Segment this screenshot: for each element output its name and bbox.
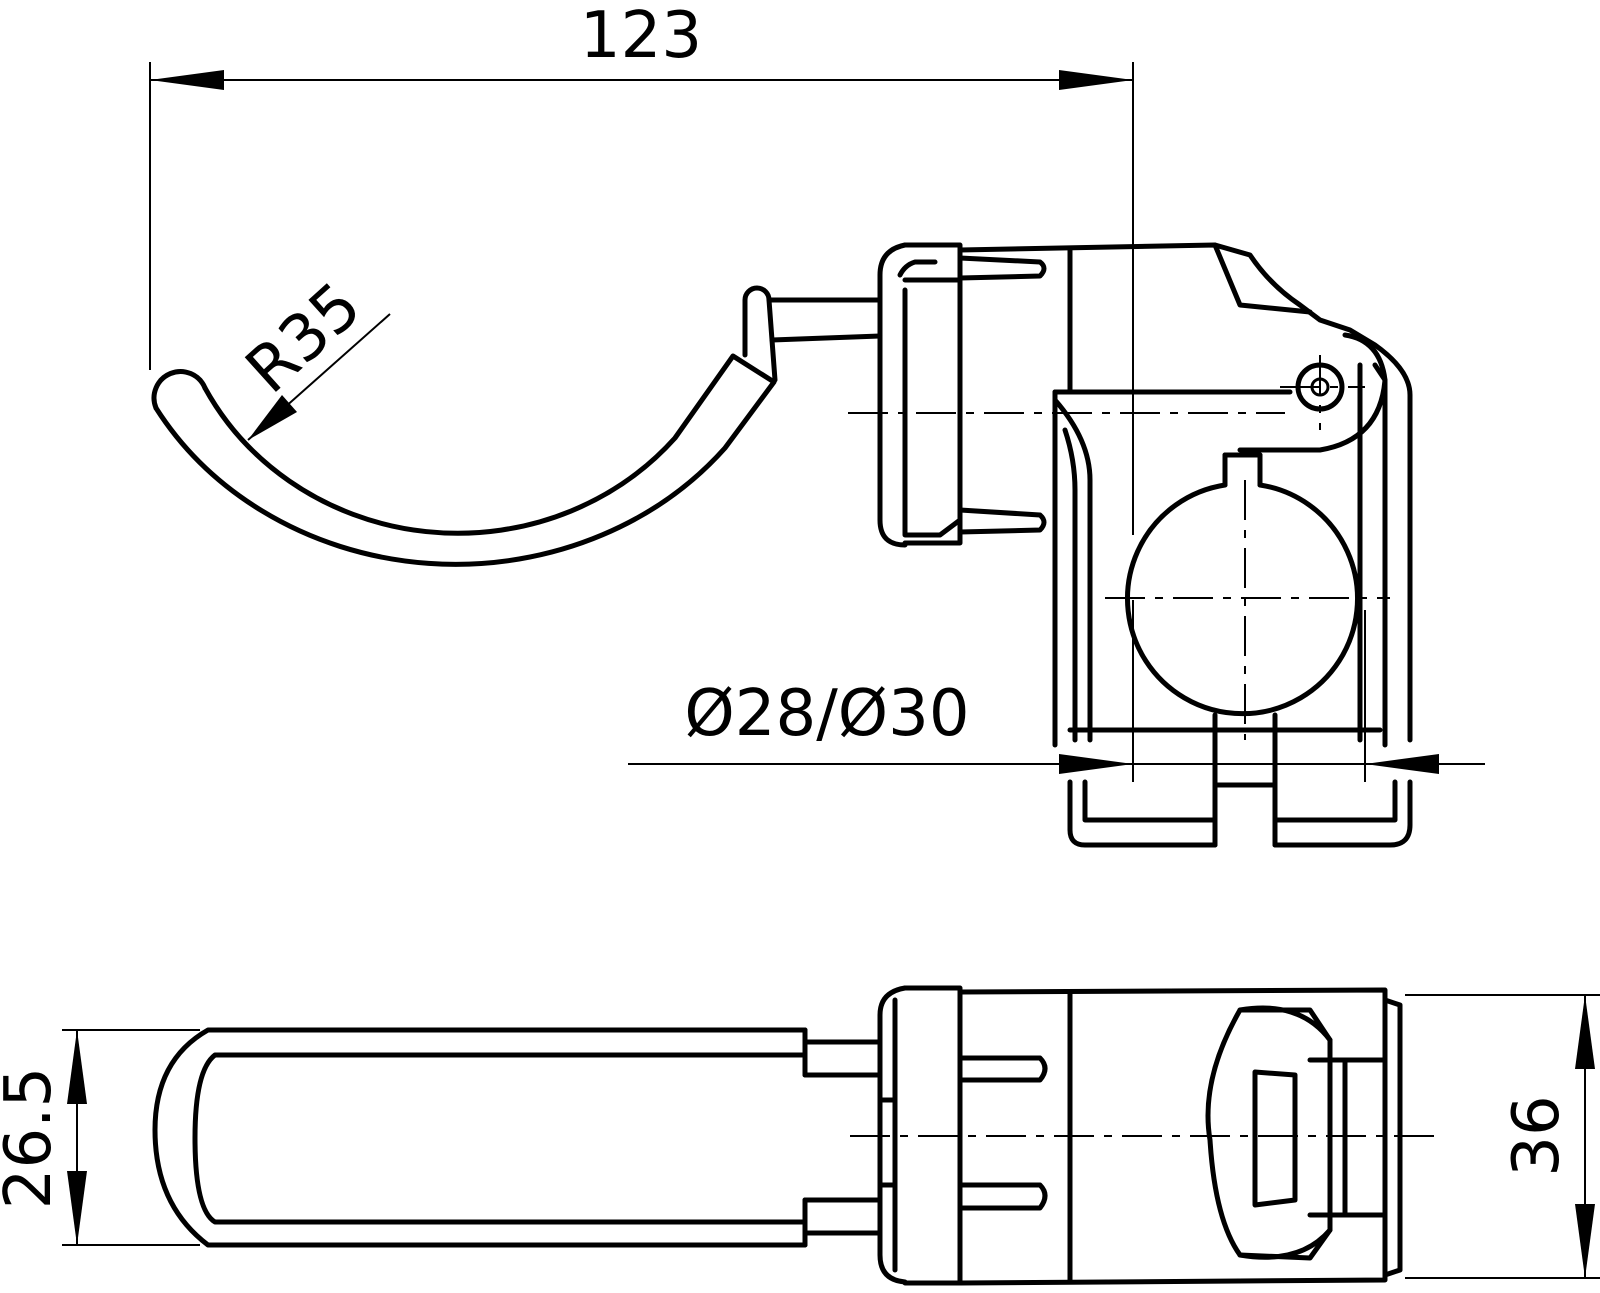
dimension-label-diameter: Ø28/Ø30: [684, 677, 969, 751]
dimension-radius: R35: [232, 269, 391, 441]
hook-loop: [152, 1027, 883, 1248]
mounting-plate: [877, 242, 1047, 548]
dimension-label-height: 36: [1500, 1095, 1574, 1176]
side-view-centerlines: [848, 355, 1390, 740]
clamp-body: [957, 242, 1413, 848]
top-view: 26.5 36: [0, 985, 1600, 1286]
hook-curve: [151, 285, 883, 567]
dimension-hook-width: 26.5: [0, 1029, 200, 1246]
dimension-clamp-height: 36: [1405, 994, 1600, 1279]
top-plate: [877, 985, 1048, 1286]
side-view: 123 R35 Ø28/Ø30: [149, 0, 1485, 848]
dimension-tube-diameter: Ø28/Ø30: [628, 600, 1485, 782]
dimension-overall-length: 123: [149, 0, 1134, 535]
dimension-label-width: 26.5: [0, 1067, 66, 1210]
dimension-label-length: 123: [580, 0, 702, 73]
dimension-label-radius: R35: [232, 269, 375, 408]
